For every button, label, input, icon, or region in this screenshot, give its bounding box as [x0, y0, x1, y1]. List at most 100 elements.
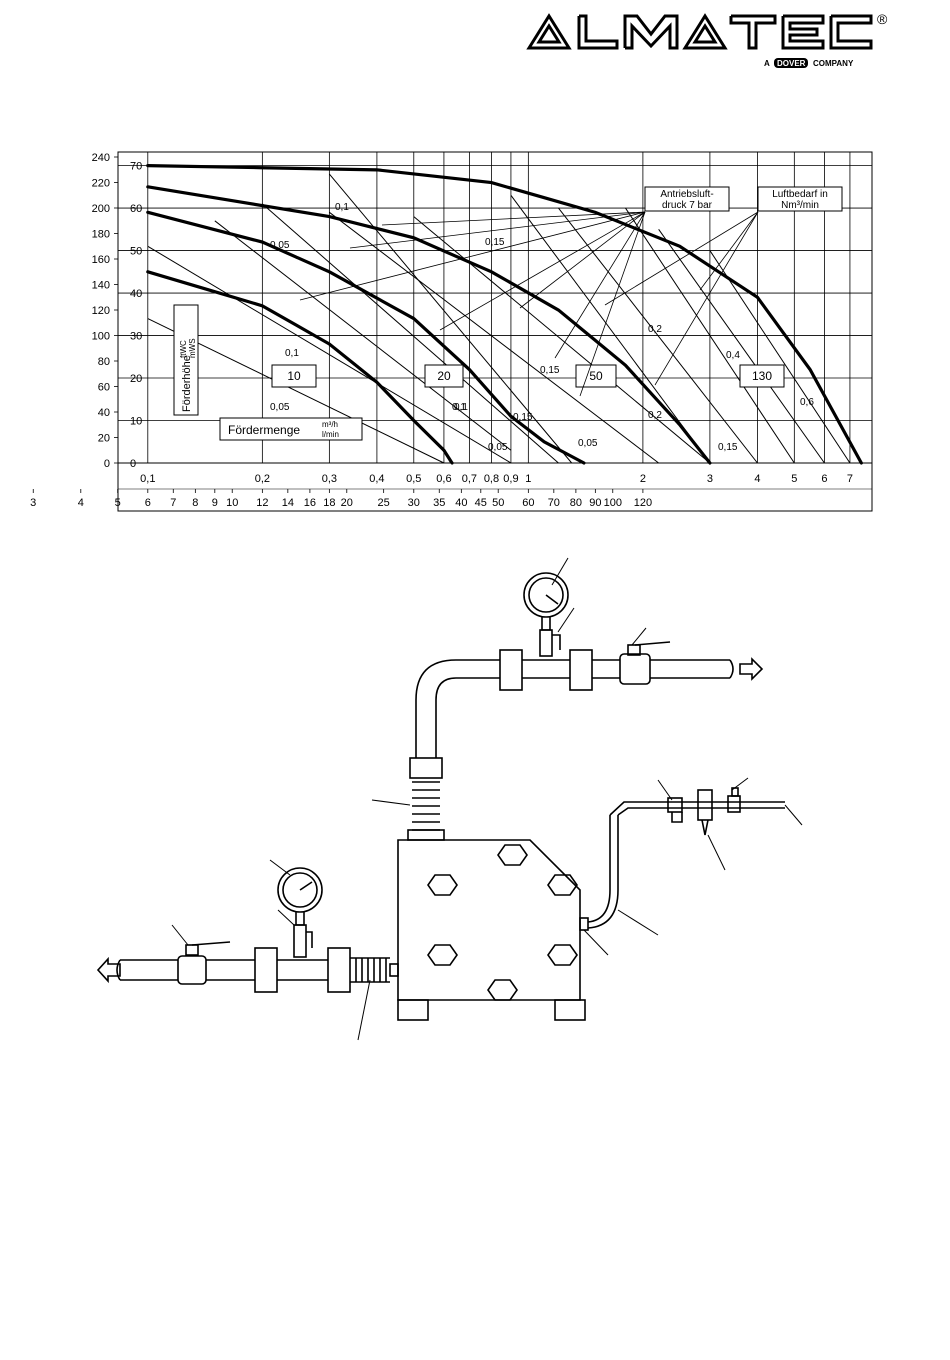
x-bottom-tick: 6 — [145, 497, 151, 509]
x-bottom-tick: 80 — [570, 497, 582, 509]
air-consumption-label: 0,1 — [335, 202, 349, 213]
x-bottom-tick: 16 — [304, 497, 316, 509]
air-consumption-label: 0,15 — [718, 442, 738, 453]
svg-text:l/min: l/min — [322, 430, 339, 439]
air-consumption-label: 0,4 — [726, 350, 740, 361]
registered-mark: ® — [877, 11, 888, 27]
y-right-tick: 20 — [130, 373, 142, 385]
y-left-tick: 200 — [92, 203, 110, 215]
air-consumption-lines — [147, 173, 851, 464]
x-bottom-tick: 8 — [192, 497, 198, 509]
y-left-tick: 40 — [98, 407, 110, 419]
air-consumption-label: 0,2 — [648, 410, 662, 421]
air-consumption-label: 0,2 — [648, 324, 662, 335]
x-bottom-tick: 40 — [455, 497, 467, 509]
air-consumption-line — [329, 211, 659, 464]
air-consumption-label: 0,1 — [454, 402, 468, 413]
pump-performance-chart: 7060504030201002402202001801601401201008… — [30, 151, 873, 512]
chart-grid — [117, 151, 873, 512]
x-top-tick: 3 — [707, 473, 713, 485]
svg-text:Fördermenge: Fördermenge — [228, 423, 300, 437]
y-right-tick: 60 — [130, 203, 142, 215]
x-bottom-tick: 14 — [282, 497, 294, 509]
x-top-tick: 0,2 — [255, 473, 270, 485]
x-top-tick: 1 — [525, 473, 531, 485]
y-right-tick: 50 — [130, 246, 142, 258]
svg-text:druck 7 bar: druck 7 bar — [662, 200, 713, 211]
y-left-tick: 0 — [104, 458, 110, 470]
svg-text:Förderhöhe: Förderhöhe — [181, 355, 193, 412]
air-pressure-label-box — [575, 364, 617, 388]
y-left-tick: 160 — [92, 254, 110, 266]
x-bottom-tick: 90 — [589, 497, 601, 509]
y-left-tick: 180 — [92, 229, 110, 241]
x-top-tick: 0,6 — [436, 473, 451, 485]
air-consumption-line — [413, 216, 711, 464]
x-top-tick: 0,7 — [462, 473, 477, 485]
air-consumption-line — [510, 195, 711, 464]
x-bottom-tick: 30 — [408, 497, 420, 509]
x-bottom-tick: 10 — [226, 497, 238, 509]
air-supply-line — [579, 787, 785, 931]
x-top-tick: 0,3 — [322, 473, 337, 485]
air-consumption-label: 0,6 — [800, 397, 814, 408]
x-bottom-tick: 50 — [492, 497, 504, 509]
air-consumption-label: 0,1 — [452, 402, 466, 413]
x-bottom-tick: 120 — [634, 497, 652, 509]
air-consumption-line — [328, 173, 573, 464]
y-right-tick: 30 — [130, 331, 142, 343]
chart-ticks: 7060504030201002402202001801601401201008… — [30, 152, 872, 509]
x-bottom-tick: 7 — [170, 497, 176, 509]
x-bottom-tick: 25 — [378, 497, 390, 509]
y-right-tick: 10 — [130, 416, 142, 428]
x-top-tick: 0,4 — [369, 473, 384, 485]
x-top-tick: 5 — [791, 473, 797, 485]
x-top-tick: 2 — [640, 473, 646, 485]
pressure-annotation: Antriebsluft-druck 7 bar — [644, 186, 730, 212]
suction-pipe — [96, 947, 399, 993]
y-right-tick: 70 — [130, 161, 142, 173]
x-top-tick: 4 — [754, 473, 760, 485]
air-pressure-label-box — [271, 364, 317, 388]
x-bottom-tick: 5 — [115, 497, 121, 509]
air-consumption-label: 0,05 — [270, 402, 290, 413]
performance-curve-10 — [146, 270, 454, 465]
air-consumption-line — [658, 229, 825, 464]
air-pressure-label: 10 — [287, 369, 301, 383]
air-consumption-label: 0,15 — [540, 365, 560, 376]
y-left-tick: 20 — [98, 433, 110, 445]
y-left-tick: 80 — [98, 356, 110, 368]
y-left-tick: 240 — [92, 152, 110, 164]
y-left-tick: 220 — [92, 178, 110, 190]
discharge-bellows — [407, 757, 445, 841]
x-bottom-tick: 12 — [256, 497, 268, 509]
air-consumption-label: 0,15 — [513, 412, 533, 423]
x-bottom-tick: 60 — [522, 497, 534, 509]
tagline-company: COMPANY — [813, 59, 854, 68]
x-bottom-tick: 35 — [433, 497, 445, 509]
air-consumption-label: 0,05 — [270, 240, 290, 251]
x-bottom-tick: 3 — [30, 497, 36, 509]
air-pressure-label: 130 — [752, 369, 772, 383]
x-bottom-tick: 100 — [604, 497, 622, 509]
air-consumption-line — [625, 207, 795, 464]
air-consumption-line — [558, 207, 758, 464]
y-left-tick: 120 — [92, 305, 110, 317]
svg-text:Luftbedarf in: Luftbedarf in — [772, 189, 828, 200]
y-left-tick: 140 — [92, 280, 110, 292]
y-right-tick: 40 — [130, 288, 142, 300]
x-top-tick: 7 — [847, 473, 853, 485]
air-consumption-line — [147, 245, 512, 464]
installation-diagram — [96, 557, 803, 1041]
svg-text:mWS: mWS — [188, 338, 197, 358]
x-top-tick: 6 — [821, 473, 827, 485]
x-top-tick: 0,5 — [406, 473, 421, 485]
air-consumption-label: 0,1 — [285, 348, 299, 359]
suction-valve — [185, 941, 231, 956]
air-pressure-label: 50 — [589, 369, 603, 383]
air-pressure-label-box — [739, 364, 785, 388]
x-bottom-tick: 20 — [341, 497, 353, 509]
